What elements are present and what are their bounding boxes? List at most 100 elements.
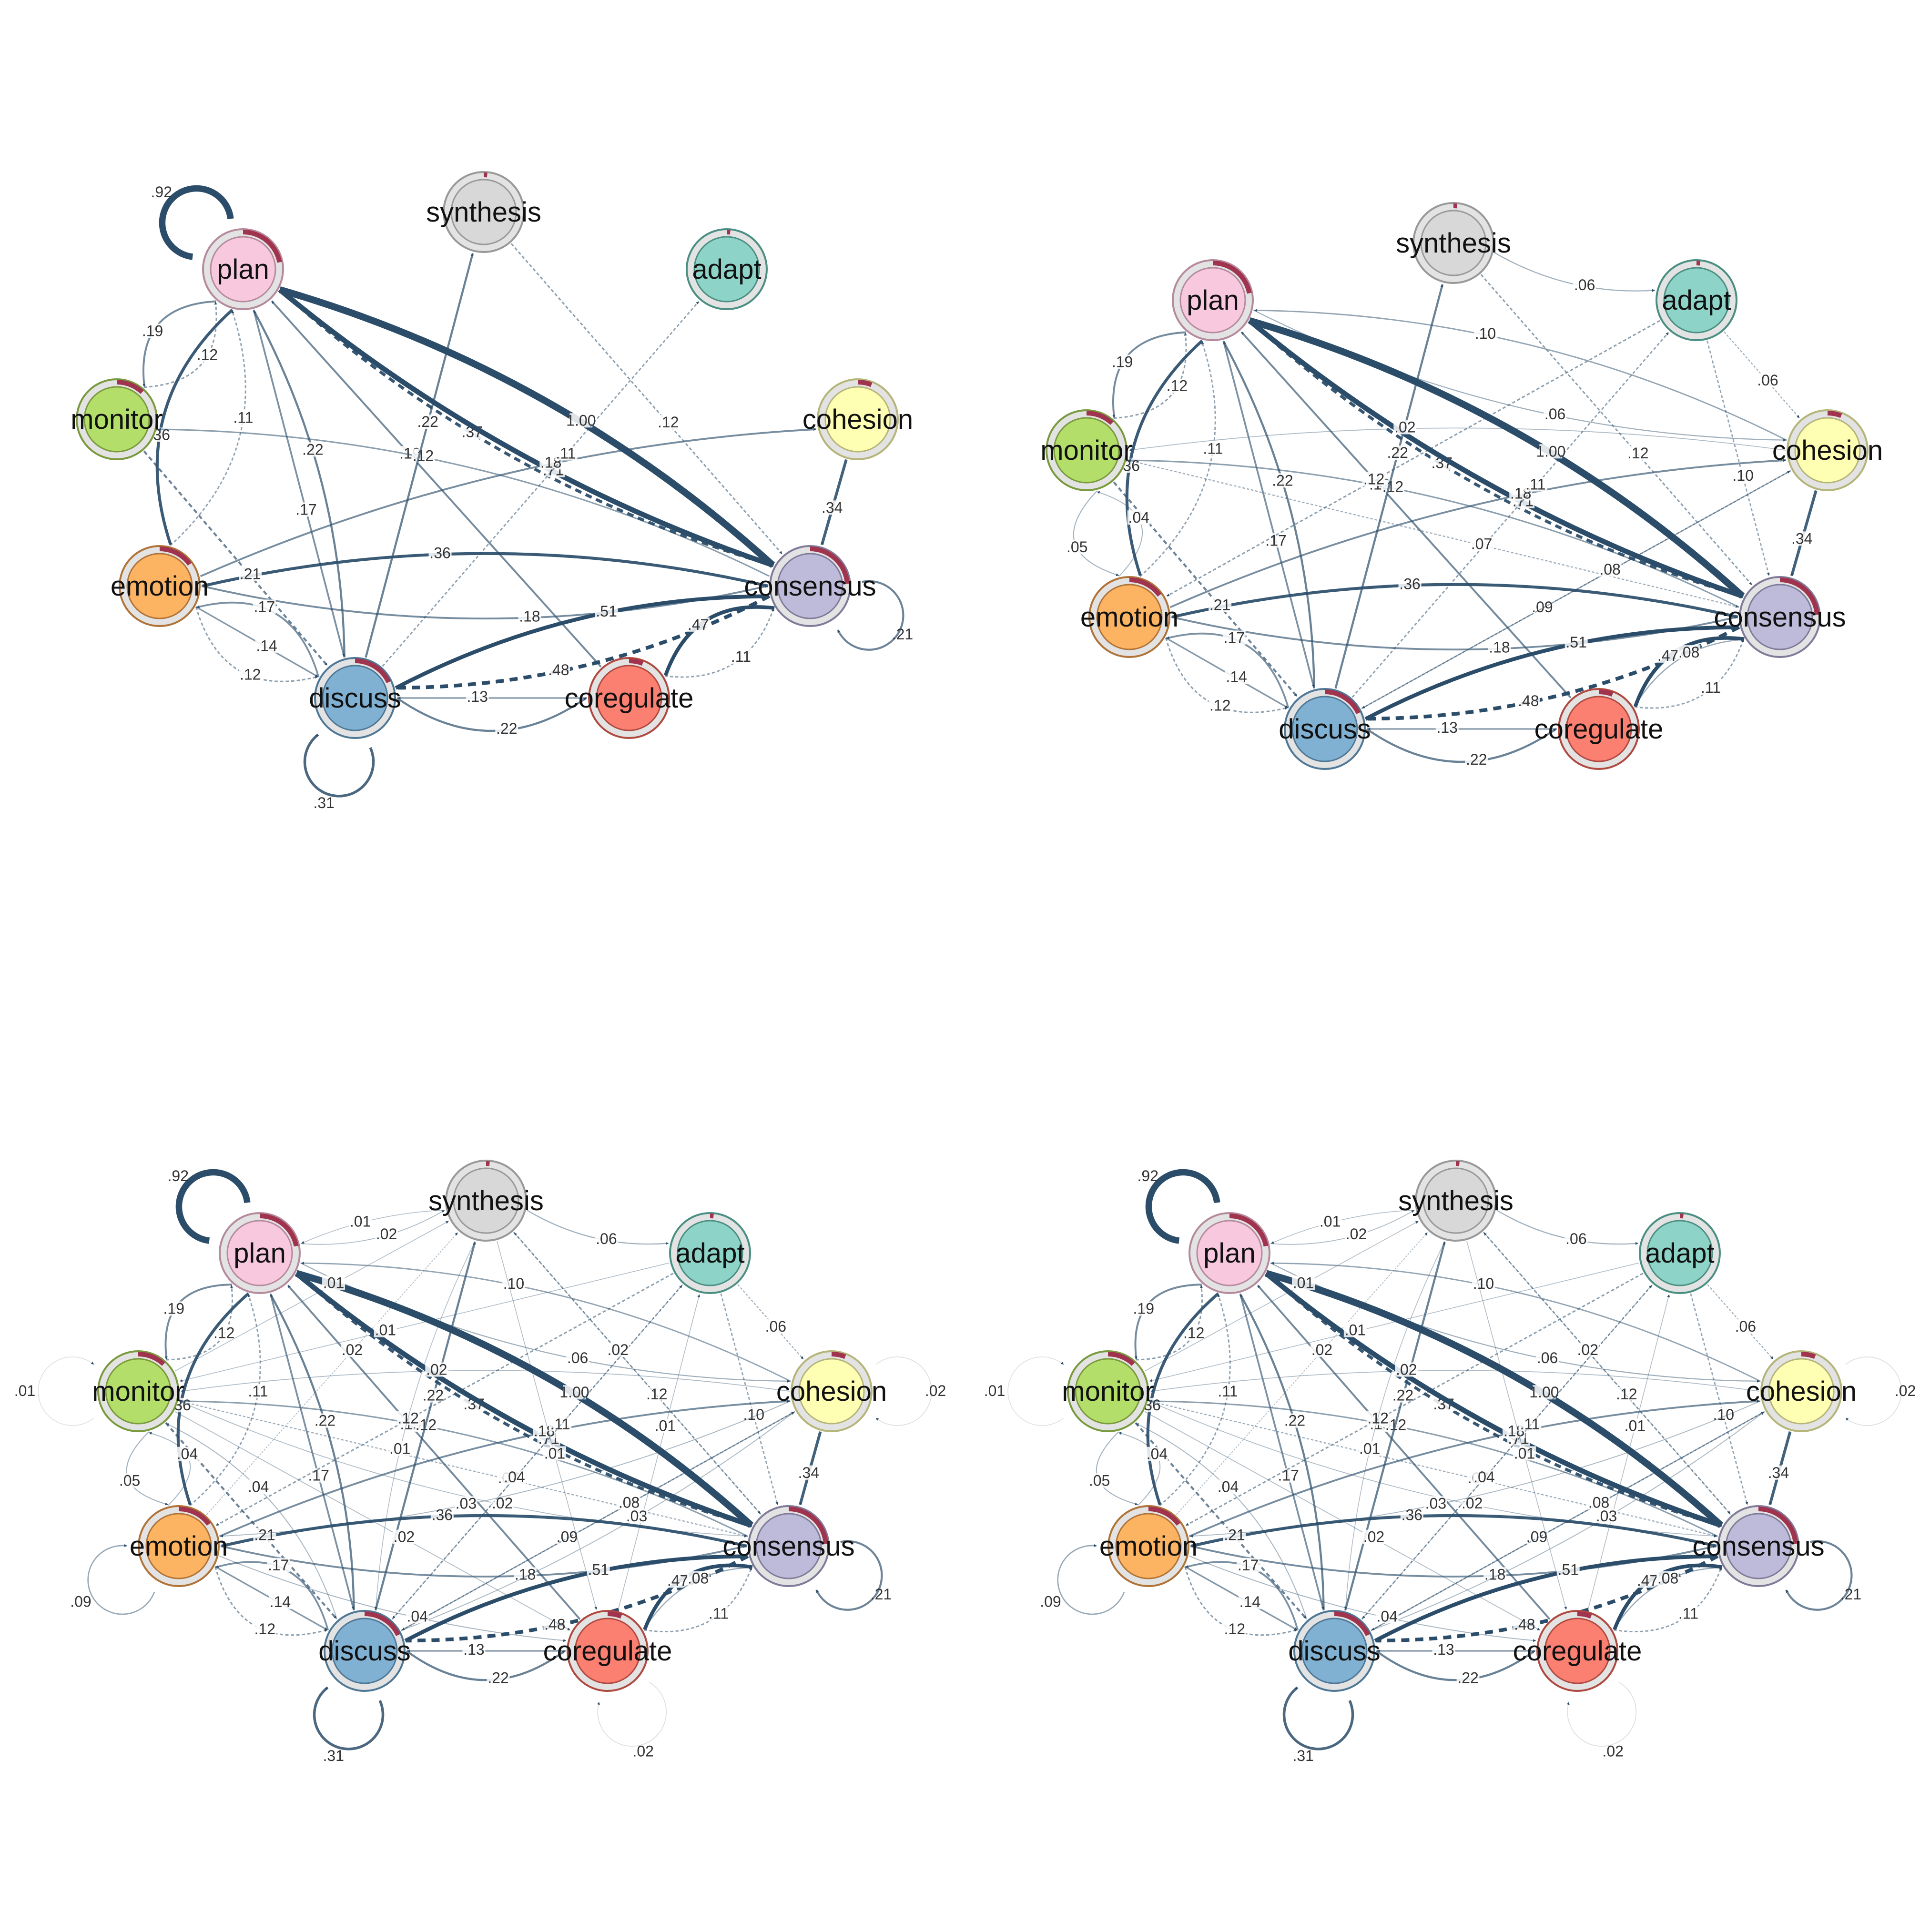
node-label: discuss [309,683,401,714]
edge-label-consensus-monitor: .12 [413,447,434,465]
node-synthesis: synthesis [426,172,541,252]
edge-label-coregulate-consensus: .08 [1678,644,1699,661]
node-synthesis: synthesis [428,1161,544,1241]
edge-label-coregulate-consensus: .11 [731,648,751,665]
node-label: emotion [1080,602,1178,633]
edge-label-consensus-synthesis: .02 [1577,1341,1598,1358]
node-label: plan [217,254,269,285]
self-loop-label-consensus: .21 [1840,1586,1861,1603]
node-label: coregulate [1513,1636,1642,1667]
node-label: monitor [1062,1376,1154,1407]
edge-label-monitor-synthesis: .01 [1293,1274,1314,1291]
edge-label-discuss-coregulate: .22 [1466,751,1487,768]
edge-label-coregulate-consensus: .11 [709,1605,729,1622]
edge-label-discuss-coregulate: .22 [496,720,517,737]
edge-label-plan-monitor: .19 [1133,1300,1154,1317]
edge-discuss-to-consensus [1365,627,1738,719]
node-emotion: emotion [111,546,209,626]
edge-plan-to-consensus [296,1274,751,1526]
edge-label-discuss-monitor: .04 [1218,1478,1239,1495]
edge-label-synthesis-coregulate: .01 [544,1445,565,1462]
self-loop-discuss [315,1688,383,1749]
edge-label-cohesion-emotion: .03 [1425,1495,1446,1512]
panel-bottom-right: 1.00.37.71.22.19.12.36.11.17.19.12.18.34… [984,1161,1916,1764]
edge-label-emotion-monitor: .04 [1147,1446,1168,1463]
node-label: plan [1203,1238,1256,1269]
edge-label-coregulate-discuss: .13 [467,688,488,705]
edge-label-coregulate-discuss: .13 [463,1641,484,1658]
edge-label-adapt-discuss: .04 [504,1468,525,1486]
edge-label-plan-consensus: 1.00 [566,412,596,429]
edge-label-discuss-synthesis: .22 [417,413,438,430]
edge-label-discuss-emotion: .17 [254,598,275,615]
edge-label-cohesion-plan: .10 [503,1275,524,1292]
edge-label-plan-monitor: .19 [142,322,163,339]
edge-label-consensus-monitor: .12 [1382,478,1403,496]
edge-discuss-to-synthesis [1345,1242,1445,1610]
edge-label-coregulate-consensus: .11 [1678,1605,1698,1622]
self-loop-discuss [1284,1688,1353,1749]
node-adapt: adapt [670,1213,750,1293]
edge-label-emotion-plan: .11 [1218,1383,1238,1400]
edge-consensus-to-plan [281,290,774,566]
edge-discuss-to-synthesis [1336,284,1442,688]
self-loop-discuss [305,735,374,796]
edge-label-plan-consensus: 1.00 [1536,443,1565,460]
edge-cohesion-to-monitor [181,1370,790,1391]
node-pie-arc [1801,1354,1815,1356]
edge-adapt-to-emotion [1167,321,1660,596]
edge-label-emotion-coregulate: .04 [1377,1608,1398,1625]
edge-label-consensus-emotion: .36 [429,544,450,561]
edge-label-monitor-discuss: .21 [254,1527,275,1544]
self-loop-label-monitor: .01 [14,1382,35,1399]
edge-discuss-to-synthesis [366,253,473,657]
node-coregulate: coregulate [1534,689,1664,769]
edge-plan-to-synthesis [1270,1210,1414,1244]
edge-label-discuss-plan: .22 [1272,472,1293,489]
edge-plan-to-consensus [1249,321,1743,596]
edge-label-discuss-cohesion: .08 [1599,561,1620,578]
edge-label-consensus-emotion: .36 [1402,1507,1422,1524]
node-label: plan [234,1238,286,1269]
edge-label-adapt-cohesion: .06 [1757,372,1778,389]
edge-label-synthesis-discuss: .01 [1359,1440,1380,1457]
edge-label-cohesion-monitor: .02 [1394,419,1415,436]
edge-label-coregulate-discuss: .13 [1436,719,1457,736]
edge-label-cohesion-consensus: .34 [798,1464,819,1481]
node-label: consensus [1714,602,1846,633]
node-emotion: emotion [1099,1506,1198,1586]
node-emotion: emotion [130,1506,228,1586]
edge-consensus-to-plan [1250,321,1744,597]
edge-consensus-to-coregulate [666,607,775,676]
edge-discuss-to-coregulate [1376,1651,1534,1680]
edge-label-cohesion-monitor: .02 [426,1361,447,1378]
edge-emotion-to-monitor [149,1433,191,1506]
edge-label-synthesis-consensus: .12 [646,1386,667,1403]
edge-emotion-to-monitor [1119,1433,1160,1506]
edge-label-emotion-discuss: .12 [240,666,261,683]
node-label: cohesion [1746,1376,1857,1407]
node-discuss: discuss [309,658,401,738]
self-loop-label-plan: .92 [1138,1167,1158,1184]
edge-label-discuss-consensus: .51 [1557,1561,1578,1578]
edge-label-discuss-monitor: .04 [248,1478,269,1495]
edge-label-emotion-discuss: .12 [254,1620,275,1638]
self-loop-label-cohesion: .02 [1895,1382,1916,1399]
self-loop-label-cohesion: .02 [925,1382,946,1399]
edge-discuss-to-coregulate [1367,729,1556,762]
edge-plan-to-consensus [1266,1274,1721,1526]
self-loop-label-discuss: .31 [313,794,334,811]
edge-label-synthesis-adapt: .06 [1565,1230,1586,1247]
edge-label-synthesis-discuss: .01 [389,1440,410,1457]
edge-label-discuss-plan: .22 [302,441,323,458]
edge-discuss-to-coregulate [397,698,586,731]
edge-label-cohesion-plan: .10 [1475,325,1496,342]
edge-label-plan-cohesion: .06 [1537,1349,1558,1366]
edge-label-discuss-adapt: .11 [1525,476,1545,493]
edge-label-discuss-emotion: .17 [1224,629,1245,646]
node-adapt: adapt [1656,260,1737,340]
edge-label-cohesion-monitor: .02 [1396,1361,1417,1378]
